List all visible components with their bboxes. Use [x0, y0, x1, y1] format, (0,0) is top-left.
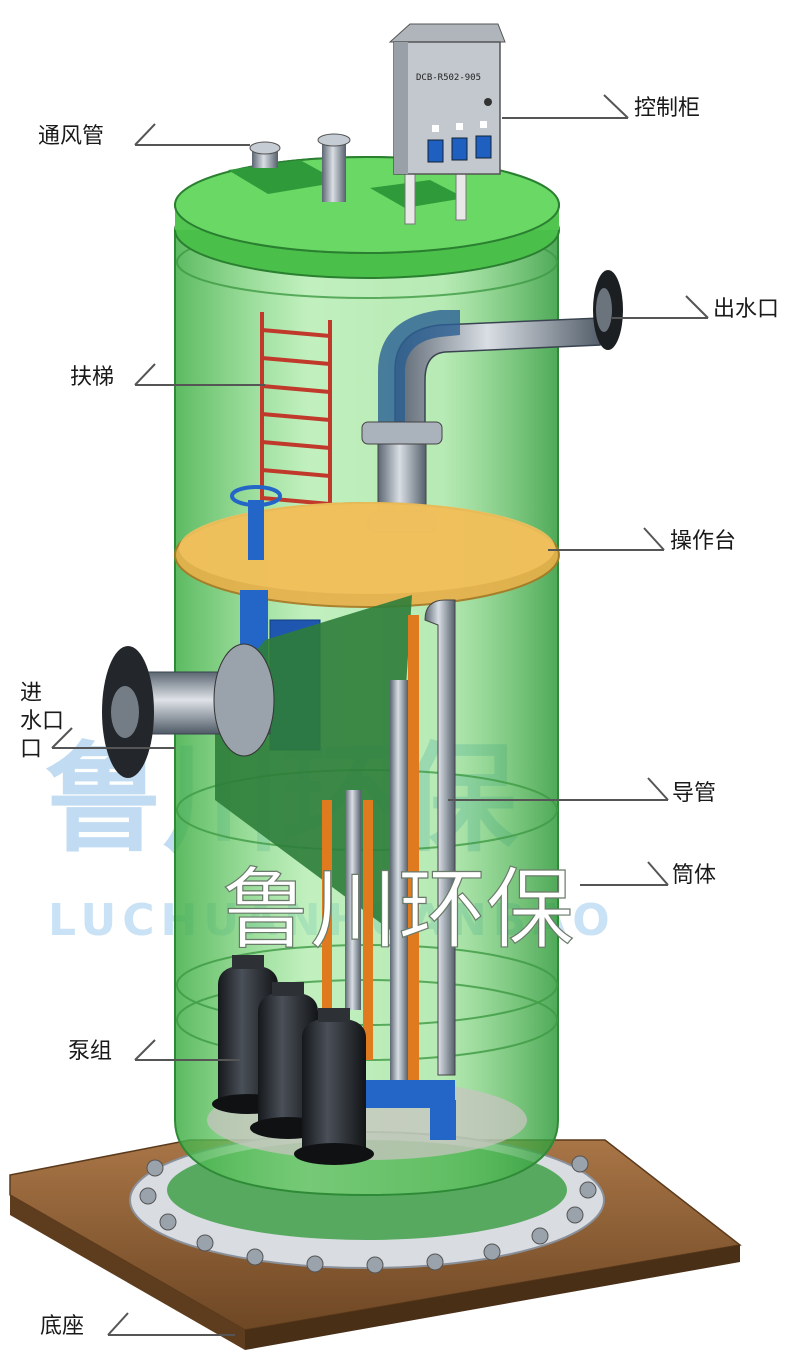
label-ladder: 扶梯: [70, 365, 114, 390]
inlet-pipe: [102, 643, 275, 778]
leader-lines: [51, 94, 709, 1336]
control-cabinet: DCB-R502-905: [388, 23, 506, 225]
label-cylinder: 筒体: [672, 863, 716, 888]
label-base: 底座: [40, 1314, 84, 1339]
cabinet-model-text: DCB-R502-905: [416, 73, 481, 83]
operating-platform: [174, 502, 560, 608]
guide-pipes: [322, 599, 456, 1085]
label-inlet-line2: 水口: [20, 709, 64, 734]
label-control-cabinet: 控制柜: [634, 96, 700, 121]
label-platform: 操作台: [670, 529, 736, 554]
vent-pipes: [249, 133, 351, 202]
label-vent-pipe: 通风管: [38, 124, 104, 149]
label-outlet: 出水口: [713, 297, 779, 322]
ladder: [260, 312, 332, 506]
label-pump-set: 泵组: [68, 1039, 112, 1064]
label-inlet-line1: 进: [20, 681, 42, 706]
watermark-brand-front: 鲁川环保: [222, 858, 574, 961]
label-guide-pipe: 导管: [672, 781, 716, 806]
pump-base: [365, 1080, 456, 1140]
label-inlet-line3: 口: [20, 737, 42, 762]
pump-set: [212, 955, 374, 1165]
labels: 通风管 控制柜 出水口 扶梯 操作台 进 水口 口 导管 筒体 泵组 底座: [20, 96, 779, 1339]
tank-lid: [174, 156, 560, 279]
